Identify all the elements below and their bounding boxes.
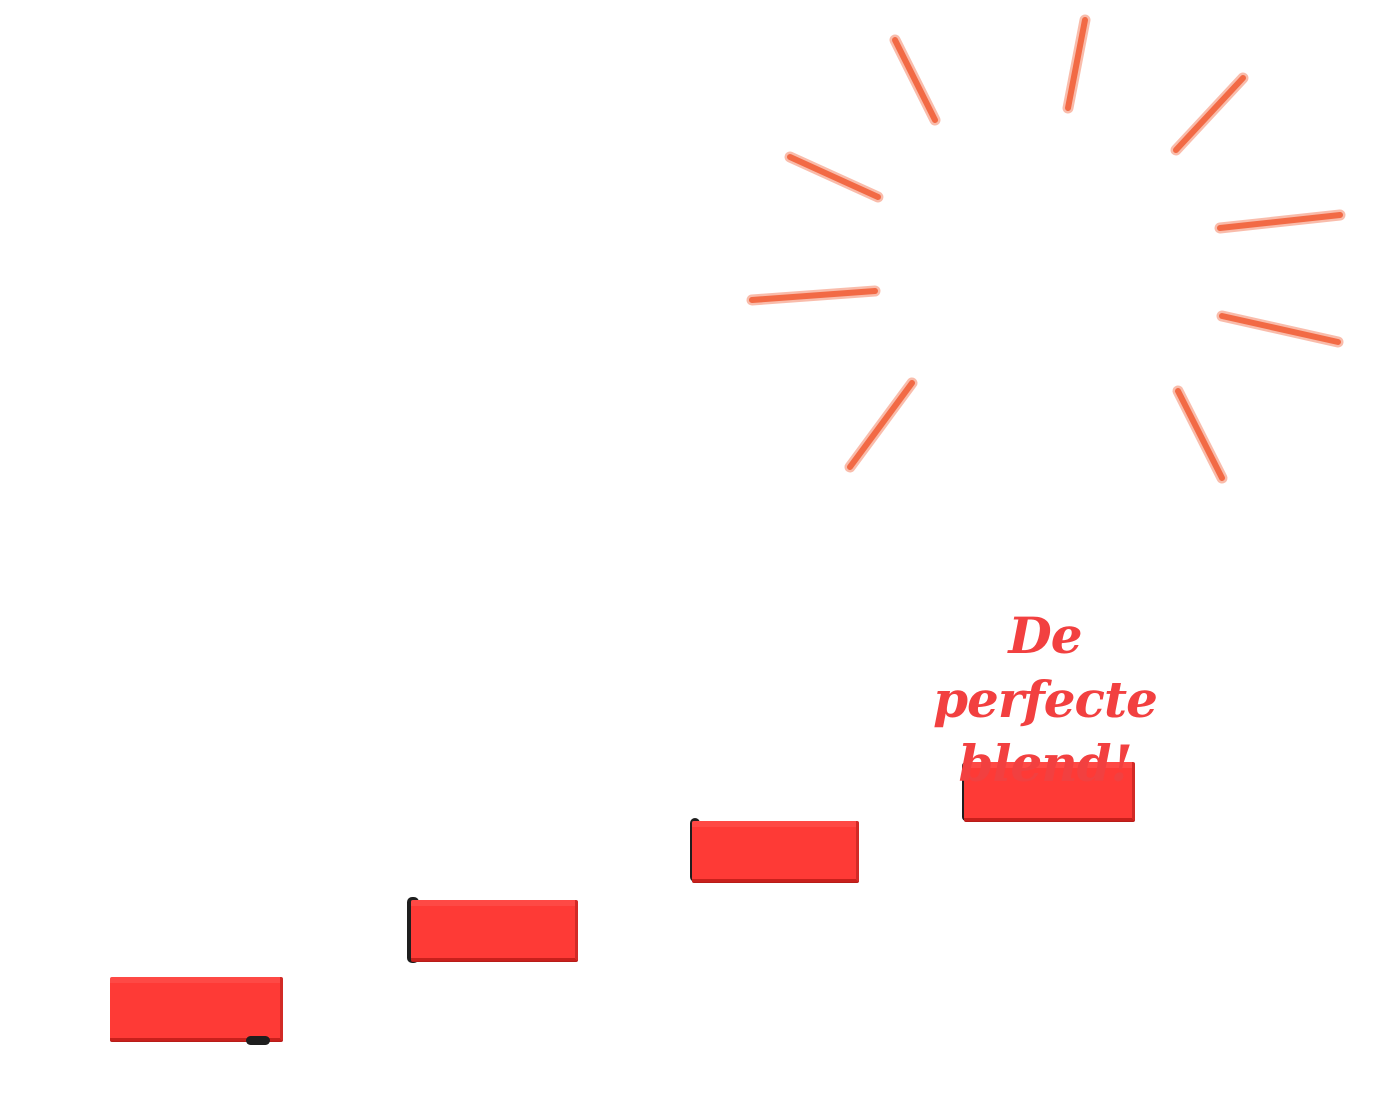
sun-ray-core-4 [787, 154, 881, 200]
tagline-line-2: blend! [958, 734, 1132, 793]
sun-ray-core-1 [892, 37, 938, 123]
sun-ray-core-3 [1173, 75, 1246, 153]
sun-ray-core-9 [1175, 388, 1225, 481]
sun-ray-core-7 [1219, 313, 1341, 345]
step-block-4 [964, 762, 1135, 821]
sun-ray-core-2 [1065, 17, 1088, 111]
step-block-2 [411, 900, 578, 961]
sun-ray-core-8 [847, 380, 915, 470]
tagline-line-1: De perfecte [933, 606, 1158, 729]
block-nub [246, 1036, 270, 1045]
step-block-3 [692, 821, 859, 882]
sun-ray-core-5 [1217, 212, 1343, 231]
tagline: De perfecte blend! [905, 604, 1185, 796]
step-block-1 [110, 977, 283, 1041]
sun-ray-core-6 [749, 288, 878, 303]
